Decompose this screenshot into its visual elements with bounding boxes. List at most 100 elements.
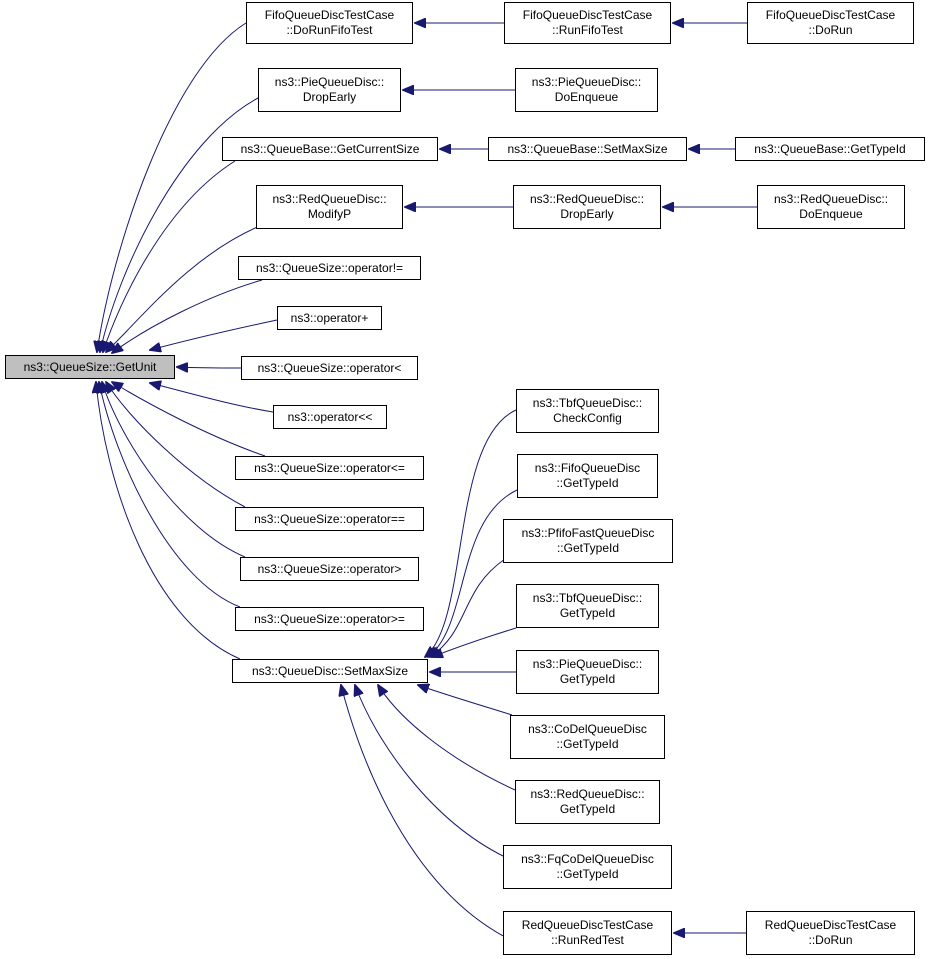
node-label-line: ns3::PieQueueDisc:: <box>531 75 642 89</box>
node-qs-neq[interactable]: ns3::QueueSize::operator!= <box>238 256 421 280</box>
node-redtest-runred[interactable]: RedQueueDiscTestCase::RunRedTest <box>503 911 672 955</box>
node-label-line: ::DoRunFifoTest <box>286 23 373 37</box>
node-label-line: DoEnqueue <box>554 90 619 104</box>
node-label-line: ns3::TbfQueueDisc:: <box>532 591 643 605</box>
edge-pfifo_gettypeid-to-qd_setmaxsize <box>430 558 506 657</box>
node-label-line: ns3::PieQueueDisc:: <box>274 75 385 89</box>
node-label-line: ::GetTypeId <box>556 541 620 555</box>
edge-fifo_dorunfifo-to-getunit <box>97 22 247 352</box>
node-label-line: ns3::RedQueueDisc:: <box>529 192 645 206</box>
edge-tbf_checkconfig-to-qd_setmaxsize <box>425 409 517 657</box>
node-qs-eq[interactable]: ns3::QueueSize::operator== <box>235 507 424 531</box>
node-label-line: ns3::RedQueueDisc:: <box>773 192 889 206</box>
edge-qb_getcurrentsize-to-getunit <box>103 160 236 352</box>
edge-qs_lt-to-getunit <box>177 367 242 368</box>
edge-pie_dropearly-to-getunit <box>100 97 259 352</box>
node-label-line: GetTypeId <box>559 802 616 816</box>
edge-tbf_gettypeid-to-qd_setmaxsize <box>432 627 517 657</box>
node-label-line: ns3::operator<< <box>287 409 373 424</box>
node-label-line: ::DoRun <box>808 933 853 947</box>
node-qb-gettypeid[interactable]: ns3::QueueBase::GetTypeId <box>735 137 925 161</box>
node-label-line: ns3::FifoQueueDisc <box>534 461 641 475</box>
node-label-line: ns3::FqCoDelQueueDisc <box>521 852 654 866</box>
node-label-line: ns3::PfifoFastQueueDisc <box>521 526 655 540</box>
edge-qs_le-to-getunit <box>112 382 266 457</box>
node-label-line: ::RunRedTest <box>551 933 624 947</box>
node-label-line: FifoQueueDiscTestCase <box>765 8 896 22</box>
node-codel-gettypeid[interactable]: ns3::CoDelQueueDisc::GetTypeId <box>510 715 665 759</box>
node-pie-doenqueue[interactable]: ns3::PieQueueDisc::DoEnqueue <box>515 68 658 112</box>
node-label-line: ns3::QueueBase::GetCurrentSize <box>240 141 420 156</box>
node-label-line: ns3::TbfQueueDisc:: <box>532 396 643 410</box>
node-qd-setmaxsize[interactable]: ns3::QueueDisc::SetMaxSize <box>232 659 428 683</box>
node-label-line: CheckConfig <box>553 411 622 425</box>
node-pie-gettypeid[interactable]: ns3::PieQueueDisc::GetTypeId <box>516 650 659 694</box>
node-label-line: ns3::QueueSize::operator== <box>254 511 405 526</box>
edge-fqcodel_gettypeid-to-qd_setmaxsize <box>355 685 506 858</box>
node-qb-setmaxsize[interactable]: ns3::QueueBase::SetMaxSize <box>488 137 687 161</box>
edge-red_modifyp-to-getunit <box>106 224 263 352</box>
node-label-line: ns3::operator+ <box>290 310 369 325</box>
node-label-line: ::GetTypeId <box>556 867 619 881</box>
node-label-line: DropEarly <box>302 90 357 104</box>
node-label-line: ns3::QueueSize::operator>= <box>254 611 405 626</box>
node-label-line: GetTypeId <box>559 606 616 620</box>
node-label-line: ::RunFifoTest <box>552 23 623 37</box>
node-getunit[interactable]: ns3::QueueSize::GetUnit <box>5 355 175 379</box>
node-pie-dropearly[interactable]: ns3::PieQueueDisc::DropEarly <box>258 68 401 112</box>
node-red-modifyp[interactable]: ns3::RedQueueDisc::ModifyP <box>256 185 403 229</box>
node-label-line: ns3::CoDelQueueDisc <box>528 722 647 736</box>
node-label-line: FifoQueueDiscTestCase <box>522 8 653 22</box>
edge-qs_ge-to-getunit <box>99 382 241 608</box>
edge-codel_gettypeid-to-qd_setmaxsize <box>418 685 513 716</box>
node-tbf-gettypeid[interactable]: ns3::TbfQueueDisc::GetTypeId <box>516 584 659 628</box>
edge-qs_neq-to-getunit <box>112 279 263 353</box>
edge-op_shl-to-getunit <box>150 383 274 413</box>
node-qb-getcurrentsize[interactable]: ns3::QueueBase::GetCurrentSize <box>222 137 438 161</box>
node-red-dropearly[interactable]: ns3::RedQueueDisc::DropEarly <box>513 185 661 229</box>
node-qs-le[interactable]: ns3::QueueSize::operator<= <box>235 456 424 480</box>
node-fifo-dorun[interactable]: FifoQueueDiscTestCase::DoRun <box>747 2 914 44</box>
node-label-line: ns3::QueueSize::operator!= <box>255 260 404 275</box>
node-label-line: ::GetTypeId <box>556 476 619 490</box>
node-label-line: ns3::QueueSize::operator< <box>257 360 402 375</box>
node-fifo-runfifo[interactable]: FifoQueueDiscTestCase::RunFifoTest <box>504 2 671 44</box>
node-label-line: ns3::QueueBase::SetMaxSize <box>507 141 668 156</box>
node-label-line: ::GetTypeId <box>556 737 619 751</box>
node-qs-ge[interactable]: ns3::QueueSize::operator>= <box>235 607 424 631</box>
node-label-line: RedQueueDiscTestCase <box>764 918 897 932</box>
edge-qs_eq-to-getunit <box>106 382 246 508</box>
node-label-line: ns3::QueueSize::operator> <box>257 561 402 576</box>
node-fqcodel-gettypeid[interactable]: ns3::FqCoDelQueueDisc::GetTypeId <box>503 845 672 889</box>
node-label-line: ns3::QueueBase::GetTypeId <box>754 141 906 156</box>
node-label-line: ns3::RedQueueDisc:: <box>272 192 387 206</box>
edge-qs_gt-to-getunit <box>102 382 246 558</box>
node-red-gettypeid[interactable]: ns3::RedQueueDisc::GetTypeId <box>515 780 660 824</box>
node-qs-lt[interactable]: ns3::QueueSize::operator< <box>241 356 418 380</box>
node-redtest-dorun[interactable]: RedQueueDiscTestCase::DoRun <box>746 911 915 955</box>
edge-red_gettypeid-to-qd_setmaxsize <box>378 685 516 791</box>
edge-fifo_gettypeid-to-qd_setmaxsize <box>428 489 518 657</box>
node-label-line: ::DoRun <box>808 23 853 37</box>
node-tbf-checkconfig[interactable]: ns3::TbfQueueDisc::CheckConfig <box>516 389 659 433</box>
node-op-shl[interactable]: ns3::operator<< <box>273 405 387 429</box>
edge-redtest_runred-to-qd_setmaxsize <box>341 685 506 938</box>
node-qs-gt[interactable]: ns3::QueueSize::operator> <box>240 557 419 581</box>
node-fifo-dorunfifo[interactable]: FifoQueueDiscTestCase::DoRunFifoTest <box>246 2 413 44</box>
node-red-doenqueue[interactable]: ns3::RedQueueDisc::DoEnqueue <box>757 185 905 229</box>
node-label-line: ns3::PieQueueDisc:: <box>532 657 643 671</box>
node-label-line: ns3::RedQueueDisc:: <box>530 787 645 801</box>
node-label-line: GetTypeId <box>559 672 616 686</box>
edge-op_plus-to-getunit <box>150 319 278 350</box>
node-label-line: DropEarly <box>560 207 614 221</box>
node-label-line: RedQueueDiscTestCase <box>521 918 654 932</box>
node-label-line: FifoQueueDiscTestCase <box>264 8 395 22</box>
node-pfifo-gettypeid[interactable]: ns3::PfifoFastQueueDisc::GetTypeId <box>503 519 673 563</box>
node-label-line: ns3::QueueDisc::SetMaxSize <box>251 663 409 678</box>
node-label-line: ModifyP <box>307 207 352 221</box>
node-label-line: ns3::QueueSize::GetUnit <box>23 359 157 374</box>
node-fifo-gettypeid[interactable]: ns3::FifoQueueDisc::GetTypeId <box>517 454 658 498</box>
node-op-plus[interactable]: ns3::operator+ <box>277 306 382 330</box>
